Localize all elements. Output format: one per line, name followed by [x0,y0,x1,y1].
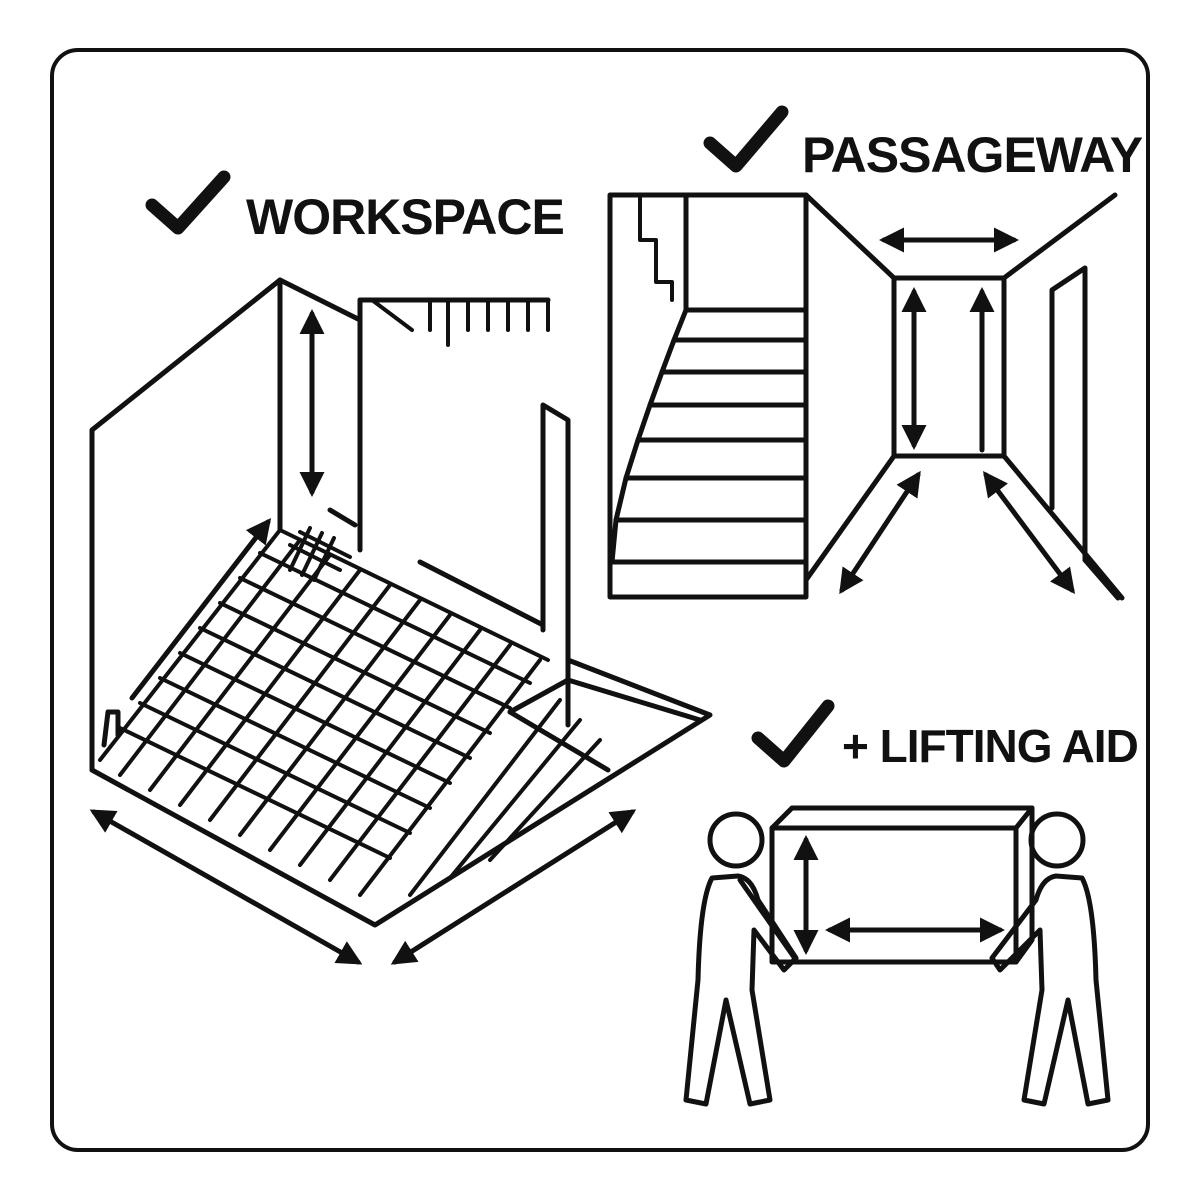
lifting-aid-panel: + LIFTING AID [683,699,1139,1107]
two-person-lift-illustration [683,805,1111,1107]
staircase-illustration [607,192,809,600]
floor-arrow-left [839,470,921,595]
workspace-panel: WORKSPACE [89,170,713,965]
depth-arrow [129,518,272,701]
workspace-label: WORKSPACE [246,189,564,245]
width-arrow-right [390,809,637,965]
passageway-label: PASSAGEWAY [802,127,1143,183]
lifting-aid-label: + LIFTING AID [842,720,1138,772]
floor-grid [98,526,602,897]
checkmark-icon [145,170,231,235]
person-left-icon [683,811,799,1107]
width-arrow-left [89,809,363,965]
outer-frame [50,48,1150,1152]
passageway-panel: PASSAGEWAY [607,105,1144,601]
floor-arrow-right [983,470,1075,595]
person-right-icon [989,811,1111,1107]
checkmark-icon [751,699,835,768]
workspace-room-illustration [89,277,713,965]
checkmark-icon [703,105,789,173]
hallway-illustration [803,192,1125,601]
